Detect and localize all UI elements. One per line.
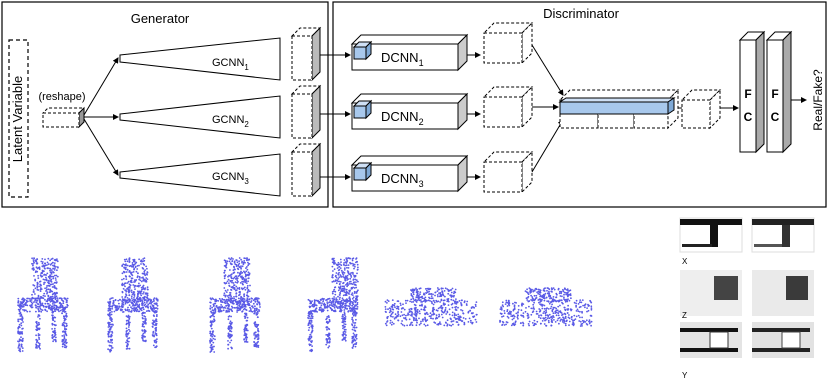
svg-text:GCNN2: GCNN2 <box>212 114 249 129</box>
chair-point-cloud <box>209 257 261 353</box>
dcnn-arrows <box>467 52 481 180</box>
fc-label-f: F <box>771 87 778 101</box>
gcnn-subscript: 3 <box>244 177 249 186</box>
gcnn-branch-1: GCNN1 <box>119 37 281 81</box>
dcnn-block-2: DCNN2 <box>350 92 469 131</box>
fc-label-f: F <box>744 87 751 101</box>
car-point-cloud <box>499 287 593 327</box>
dcnn-block-3: DCNN3 <box>350 154 469 193</box>
gcnn-branch-3: GCNN3 <box>119 153 281 197</box>
cross-arrows <box>320 52 351 180</box>
gcnn-subscript: 2 <box>244 120 249 129</box>
latent-variable-box <box>8 39 29 198</box>
generator-title: Generator <box>131 11 190 26</box>
gcnn-branch-2: GCNN2 <box>119 95 281 139</box>
reshape-label: (reshape) <box>38 91 85 103</box>
output-label: Real/Fake? <box>811 69 825 131</box>
concat-feature-block <box>558 88 680 130</box>
view-label-z: Z <box>682 311 687 320</box>
view-label-x: X <box>682 257 688 266</box>
discriminator-title: Discriminator <box>543 6 620 21</box>
pooled-cube <box>680 88 722 130</box>
concat-arrows <box>531 44 564 173</box>
generator-output-1 <box>290 26 322 82</box>
generator-panel: Generator Latent Variable (reshape) GCNN… <box>1 1 329 208</box>
view-row-z: Z <box>680 270 814 320</box>
feature-cube-1 <box>482 21 534 65</box>
chair-point-cloud <box>107 257 159 353</box>
dcnn-subscript: 1 <box>419 58 424 68</box>
fc-label-c: C <box>771 110 780 124</box>
svg-text:DCNN1: DCNN1 <box>381 50 424 68</box>
view-label-y: Y <box>682 371 688 380</box>
generator-output-3 <box>290 142 322 198</box>
gcnn-label: GCNN <box>212 114 244 126</box>
svg-text:GCNN1: GCNN1 <box>212 57 249 72</box>
generator-arrows <box>83 57 119 176</box>
fc-label-c: C <box>744 110 753 124</box>
view-row-y: Y <box>680 322 814 380</box>
dcnn-label: DCNN <box>381 171 419 186</box>
gcnn-label: GCNN <box>212 57 244 69</box>
fc-layer-2: F C <box>765 30 793 154</box>
view-row-x: X <box>679 217 815 266</box>
car-point-cloud <box>384 287 478 327</box>
chair-point-cloud <box>307 257 359 353</box>
dcnn-subscript: 2 <box>419 117 424 127</box>
dcnn-subscript: 3 <box>419 179 424 189</box>
reshape-block <box>41 106 86 129</box>
gcnn-label: GCNN <box>212 171 244 183</box>
latent-variable-label: Latent Variable <box>10 76 25 163</box>
feature-cube-2 <box>482 85 534 129</box>
svg-text:DCNN2: DCNN2 <box>381 109 424 127</box>
view-projections: X Z Y <box>679 217 815 380</box>
dcnn-block-1: DCNN1 <box>350 33 469 72</box>
chair-point-cloud <box>17 257 69 353</box>
generator-output-2 <box>290 84 322 140</box>
svg-text:GCNN3: GCNN3 <box>212 171 249 186</box>
discriminator-panel: Discriminator DCNN1 D <box>320 1 827 208</box>
generated-samples <box>17 257 593 353</box>
dcnn-label: DCNN <box>381 109 419 124</box>
dcnn-label: DCNN <box>381 50 419 65</box>
gcnn-subscript: 1 <box>244 63 249 72</box>
svg-text:DCNN3: DCNN3 <box>381 171 424 189</box>
feature-cube-3 <box>482 150 534 194</box>
fc-layer-1: F C <box>738 30 766 154</box>
